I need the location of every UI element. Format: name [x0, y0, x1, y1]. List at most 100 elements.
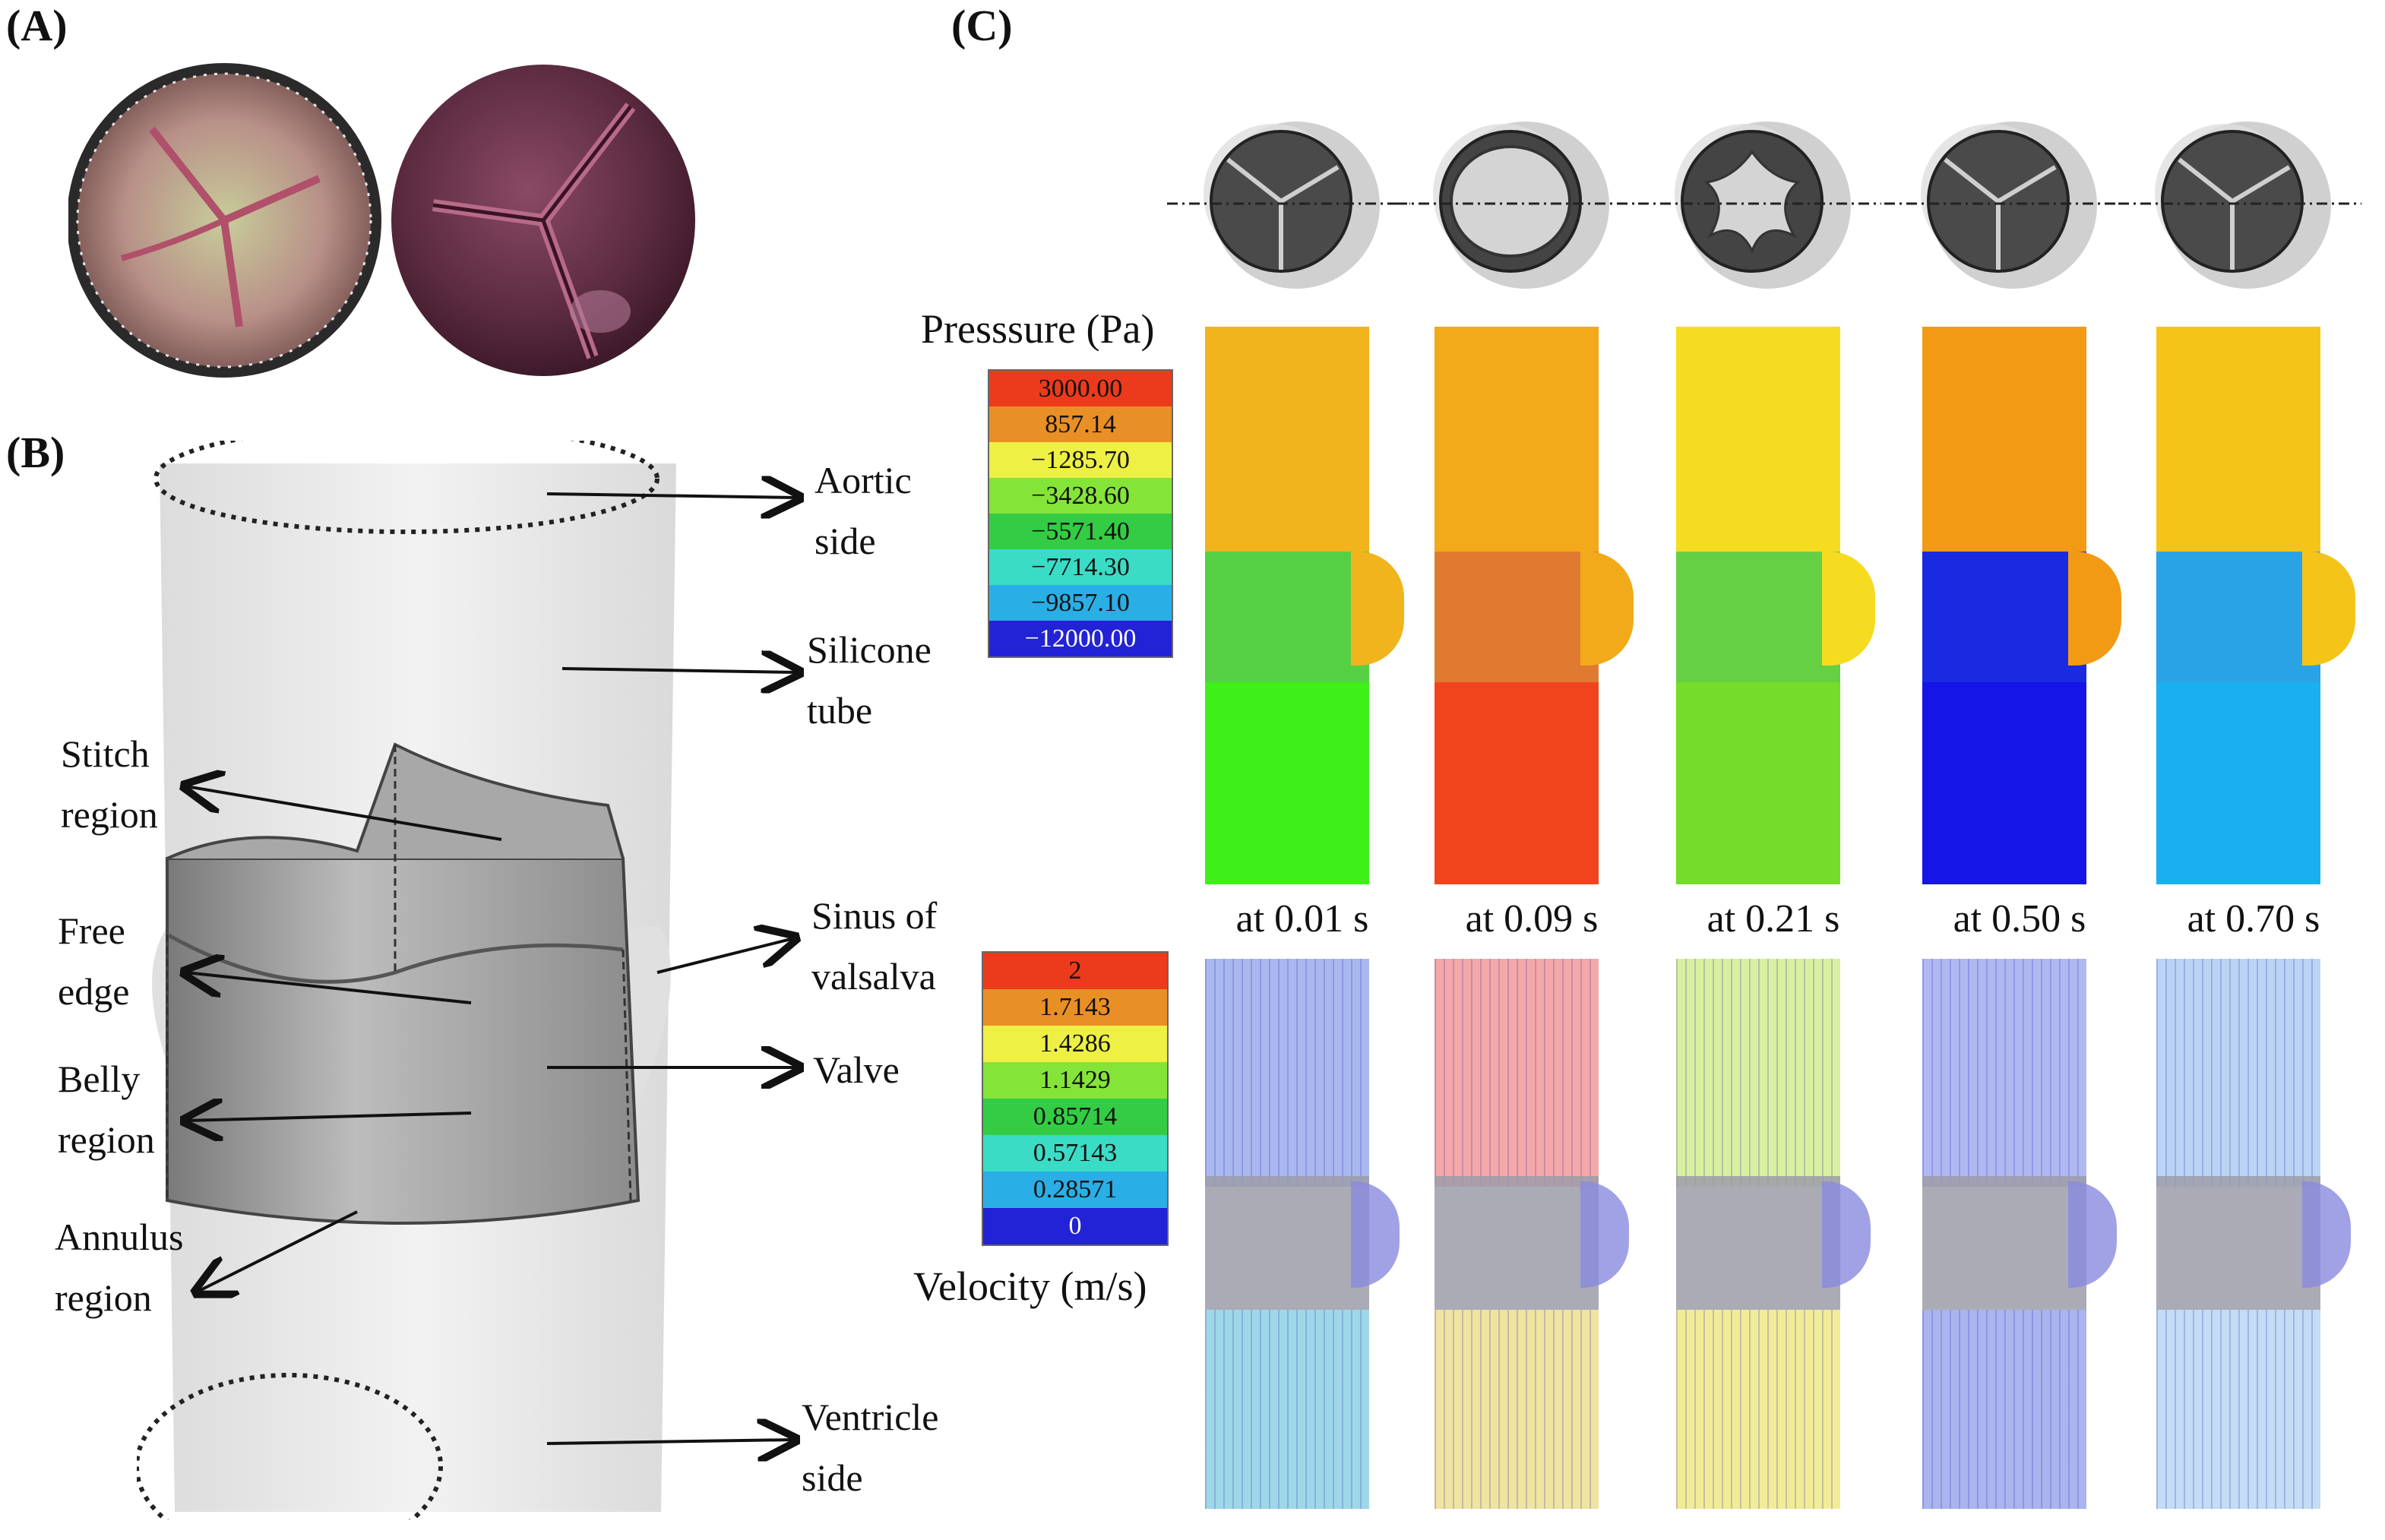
legend-entry: 1.1429: [983, 1062, 1167, 1099]
callout-aortic-side: Aortic side: [815, 450, 912, 571]
velocity-field-bottom: [2156, 1310, 2320, 1509]
legend-entry: −7714.30: [989, 549, 1172, 585]
valve-3d: [166, 742, 641, 1225]
pressure-field-top: [1434, 327, 1599, 562]
callout-silicone-line1: Silicone: [807, 628, 932, 671]
time-caption: at 0.01 s: [1235, 897, 1369, 941]
pressure-sinus: [2302, 552, 2355, 666]
callout-sinus-valsalva: Sinus of valsalva: [811, 885, 937, 1007]
callout-silicone-tube: Silicone tube: [807, 619, 932, 741]
pressure-sinus: [1822, 552, 1875, 666]
panel-c-label: (C): [951, 1, 1013, 50]
pressure-field-valve: [2156, 552, 2320, 682]
callout-sinus-line2: valsalva: [811, 955, 936, 998]
legend-entry: 0.57143: [983, 1135, 1167, 1172]
callout-aortic-line1: Aortic: [815, 459, 912, 501]
callout-ventricle-line2: side: [802, 1456, 863, 1499]
legend-entry: 0.28571: [983, 1172, 1167, 1208]
callout-belly-line2: region: [58, 1118, 155, 1161]
velocity-field-bottom: [1205, 1310, 1369, 1509]
velocity-field-valve: [1676, 1176, 1840, 1310]
legend-entry: 3000.00: [989, 371, 1172, 406]
pressure-field-valve: [1922, 552, 2086, 682]
pressure-field-top: [2156, 327, 2320, 562]
legend-entry: 0.85714: [983, 1099, 1167, 1135]
legend-entry: −12000.00: [989, 621, 1172, 656]
callout-stitch-line2: region: [61, 793, 158, 836]
callout-valve: Valve: [813, 1048, 900, 1091]
pressure-sinus: [2068, 552, 2121, 666]
callout-annulus-line2: region: [55, 1276, 152, 1319]
legend-entry: 1.7143: [983, 989, 1167, 1026]
legend-entry: −3428.60: [989, 478, 1172, 514]
callout-free-edge-line2: edge: [58, 970, 130, 1013]
pressure-field-bottom: [2156, 682, 2320, 884]
velocity-field-top: [1205, 959, 1369, 1187]
pressure-field-top: [1676, 327, 1840, 562]
velocity-field-top: [1922, 959, 2086, 1187]
callout-annulus-region: Annulus region: [55, 1206, 183, 1328]
velocity-field-top: [2156, 959, 2320, 1187]
pressure-field-bottom: [1434, 682, 1599, 884]
velocity-field-valve: [1434, 1176, 1599, 1310]
velocity-field-valve: [1922, 1176, 2086, 1310]
callout-ventricle-side: Ventricle side: [802, 1387, 938, 1508]
time-caption: at 0.50 s: [1953, 897, 2086, 941]
panel-a-images: [68, 63, 695, 378]
time-caption: at 0.21 s: [1707, 897, 1840, 941]
legend-entry: −9857.10: [989, 585, 1172, 621]
legend-entry: 857.14: [989, 406, 1172, 442]
valve-top-view: [1884, 122, 2127, 289]
valve-rendering: [391, 65, 695, 376]
legend-entry: 0: [983, 1208, 1167, 1244]
callout-annulus-line1: Annulus: [55, 1216, 184, 1258]
pressure-field-valve: [1205, 552, 1369, 682]
callout-belly-region: Belly region: [58, 1048, 155, 1170]
pressure-field-valve: [1676, 552, 1840, 682]
legend-entry: 2: [983, 953, 1167, 989]
panel-b-schematic: [137, 441, 676, 1519]
valve-top-view: [1167, 122, 1410, 289]
velocity-field-bottom: [1434, 1310, 1599, 1509]
callout-silicone-line2: tube: [807, 689, 873, 732]
valve-top-view: [1638, 122, 1881, 289]
time-caption: at 0.70 s: [2187, 897, 2320, 941]
ventricle-boundary: [137, 1373, 443, 1519]
velocity-legend-title: Velocity (m/s): [913, 1263, 1147, 1309]
callout-free-edge: Free edge: [58, 900, 129, 1022]
callout-free-edge-line1: Free: [58, 909, 125, 952]
valve-photo: [68, 63, 381, 378]
velocity-field-top: [1676, 959, 1840, 1187]
panel-b-label: (B): [6, 428, 65, 477]
pressure-legend-title: Presssure (Pa): [921, 306, 1155, 352]
pressure-field-valve: [1434, 552, 1599, 682]
velocity-field-bottom: [1676, 1310, 1840, 1509]
callout-aortic-line2: side: [815, 520, 876, 562]
callout-ventricle-line1: Ventricle: [802, 1396, 939, 1438]
callout-belly-line1: Belly: [58, 1058, 141, 1100]
valve-top-view: [1397, 122, 1640, 289]
time-caption: at 0.09 s: [1465, 897, 1599, 941]
legend-entry: −1285.70: [989, 442, 1172, 478]
legend-entry: 1.4286: [983, 1026, 1167, 1062]
velocity-field-top: [1434, 959, 1599, 1187]
callout-stitch-line1: Stitch: [61, 732, 150, 775]
pressure-field-top: [1922, 327, 2086, 562]
legend-entry: −5571.40: [989, 514, 1172, 549]
aortic-boundary: [153, 441, 660, 534]
velocity-field-bottom: [1922, 1310, 2086, 1509]
pressure-sinus: [1580, 552, 1634, 666]
velocity-field-valve: [2156, 1176, 2320, 1310]
pressure-field-top: [1205, 327, 1369, 562]
pressure-field-bottom: [1676, 682, 1840, 884]
callout-sinus-line1: Sinus of: [811, 894, 938, 937]
pressure-field-bottom: [1205, 682, 1369, 884]
velocity-field-valve: [1205, 1176, 1369, 1310]
panel-a-label: (A): [6, 1, 68, 50]
pressure-sinus: [1351, 552, 1404, 666]
pressure-field-bottom: [1922, 682, 2086, 884]
valve-top-view: [2118, 122, 2361, 289]
